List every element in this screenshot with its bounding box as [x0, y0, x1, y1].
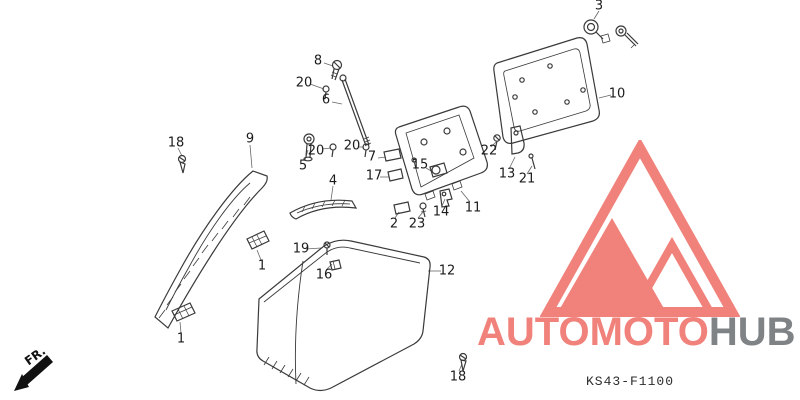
part-pad-2	[393, 201, 411, 215]
part-garnish-strip	[289, 199, 358, 220]
part-knob-5	[303, 133, 315, 162]
part-pad-17	[387, 168, 404, 182]
part-rear-panel	[493, 37, 600, 144]
part-center-cover	[256, 239, 431, 392]
part-clip-16	[329, 259, 342, 271]
part-inner-panel	[394, 105, 488, 201]
part-screw-18-left	[177, 154, 187, 174]
part-screw-22	[493, 134, 501, 151]
part-screw-20-b	[329, 143, 337, 158]
part-screw-20-a	[322, 85, 330, 100]
diagram-code: KS43-F1100	[586, 374, 675, 389]
part-lock-set	[583, 19, 639, 49]
fr-arrow-icon	[14, 355, 53, 391]
callout-leader-lines	[177, 10, 612, 372]
part-pad-7	[383, 148, 402, 162]
part-rod-6	[339, 74, 372, 147]
part-screw-18-bottom	[458, 352, 468, 372]
part-pin-21	[528, 153, 536, 170]
part-screw-23	[419, 202, 427, 218]
part-left-side-cover	[154, 170, 268, 329]
part-screw-19	[323, 241, 331, 255]
part-pad-upper	[246, 230, 270, 250]
part-hook-13	[510, 125, 525, 155]
part-bracket-14	[439, 188, 453, 208]
part-pad-lower	[171, 302, 196, 322]
part-screw-8	[330, 59, 343, 81]
part-screw-20-c	[362, 143, 370, 158]
